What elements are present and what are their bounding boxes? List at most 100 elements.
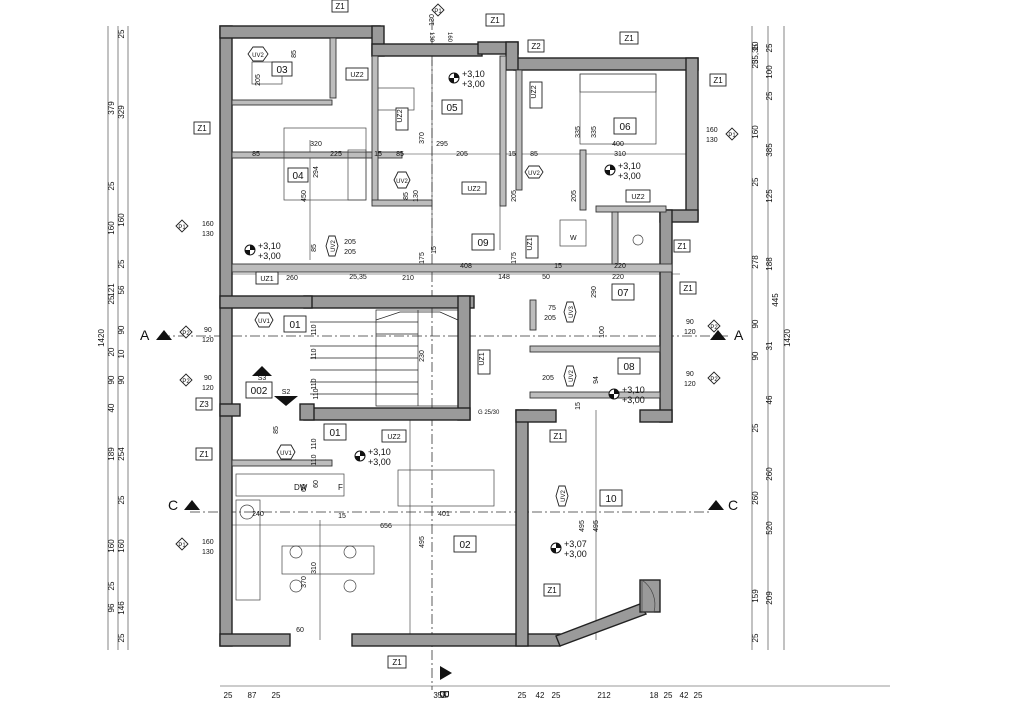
bottom-dimension: 25 [694, 691, 703, 700]
interior-dimension: 335 [575, 126, 582, 138]
door-tag: UV2 [563, 365, 577, 387]
left-dimension: 40 [107, 403, 116, 412]
interior-dimension: 205 [255, 74, 262, 86]
section-a-left: A [140, 327, 172, 343]
room-05: 05 [441, 99, 463, 115]
left-dimension: 160 [107, 539, 116, 553]
wall-tag: Z1 [543, 583, 561, 597]
left-dimension: 160 [107, 221, 116, 235]
room-05-label: 05 [446, 103, 458, 114]
level-marker: +3,10+3,00 [608, 385, 645, 405]
svg-text:UZ1: UZ1 [527, 237, 534, 250]
svg-text:120: 120 [202, 385, 214, 392]
svg-text:UV1: UV1 [280, 451, 292, 457]
interior-dimension: 85 [396, 151, 404, 158]
right-total-dimension: 1420 [783, 329, 792, 347]
wall-tag: Z1 [387, 655, 407, 669]
section-a-left-label: A [140, 327, 150, 343]
interior-dimension: 401 [438, 511, 450, 518]
right-dimension: 260 [765, 467, 774, 481]
left-dimension: 146 [117, 601, 126, 615]
svg-text:UZ2: UZ2 [387, 434, 400, 441]
right-dimension: 25 [751, 633, 760, 642]
left-dimension: 90 [117, 375, 126, 384]
section-a-right: A [710, 327, 744, 343]
dishwasher-label: DW [294, 483, 308, 492]
left-dimension: 25 [117, 633, 126, 642]
interior-dimension: 15 [575, 402, 582, 410]
right-dimension: 520 [765, 521, 774, 535]
interior-dimension: 110 [311, 348, 318, 359]
room-numbers: 03 04 05 06 09 07 01 002 08 01 02 10 [245, 61, 641, 553]
svg-text:UV2: UV2 [331, 240, 337, 252]
interior-dimension: 110 [313, 388, 320, 399]
right-sub-dimension: 445 [771, 293, 780, 307]
svg-text:Z1: Z1 [490, 16, 500, 25]
interior-dimension: 205 [344, 249, 356, 256]
bottom-dimension: 25 [552, 691, 561, 700]
svg-text:130: 130 [202, 231, 214, 238]
bottom-dimension: 25 [518, 691, 527, 700]
interior-dimension: 110 [311, 454, 318, 465]
svg-text:P2: P2 [182, 331, 190, 337]
left-dimension: 56 [117, 285, 126, 294]
inner-door-tag: UZ2 [395, 107, 409, 131]
svg-text:90: 90 [686, 319, 694, 326]
interior-dimension: 335 [591, 126, 598, 138]
interior-dimension: 110 [311, 324, 318, 335]
interior-dimension: 85 [273, 426, 280, 434]
left-dimension: 90 [117, 325, 126, 334]
interior-dimension: 100 [599, 326, 606, 338]
inner-door-tag: UZ2 [529, 81, 543, 109]
right-dimension: 90 [751, 351, 760, 360]
svg-text:160: 160 [202, 221, 214, 228]
svg-text:UZ1: UZ1 [260, 276, 273, 283]
svg-text:P2: P2 [710, 325, 718, 331]
level-marker: +3,10+3,00 [244, 241, 281, 261]
fridge-label: F [338, 483, 343, 492]
svg-text:+3,07: +3,07 [564, 539, 587, 549]
svg-text:Z1: Z1 [199, 450, 209, 459]
left-dimension: 96 [107, 603, 116, 612]
svg-text:160: 160 [706, 127, 718, 134]
svg-text:Z1: Z1 [547, 586, 557, 595]
room-04: 04 [287, 167, 309, 183]
room-03: 03 [271, 61, 293, 77]
room-07-label: 07 [617, 288, 629, 299]
svg-text:+3,00: +3,00 [564, 549, 587, 559]
right-dimension: 31 [765, 341, 774, 350]
interior-dimension: 15 [338, 513, 346, 520]
interior-dimension: 94 [593, 376, 600, 384]
right-dimension: 25 [751, 423, 760, 432]
level-marker: +3,10+3,00 [448, 69, 485, 89]
svg-text:Z1: Z1 [624, 34, 634, 43]
left-dimension: 25 [117, 259, 126, 268]
interior-dimension: 408 [460, 263, 472, 270]
washer-label: W [570, 235, 577, 242]
left-dimension: 160 [117, 213, 126, 227]
interior-dimension: 85 [252, 151, 260, 158]
interior-dimension: 205 [344, 239, 356, 246]
room-08-label: 08 [623, 362, 635, 373]
bottom-dimension: 42 [680, 691, 689, 700]
svg-text:Z3: Z3 [199, 400, 209, 409]
room-01a: 01 [283, 315, 307, 333]
svg-text:UZ2: UZ2 [467, 186, 480, 193]
interior-dimension: 210 [402, 275, 414, 282]
interior-dimension: 225 [330, 151, 342, 158]
interior-dimension: 310 [614, 151, 626, 158]
svg-text:Z1: Z1 [553, 432, 563, 441]
room-10: 10 [599, 489, 623, 507]
room-02-label: 02 [459, 540, 471, 551]
left-dimension: 254 [117, 447, 126, 461]
svg-text:UV3: UV3 [569, 306, 575, 318]
room-002: 002 [245, 381, 273, 399]
svg-text:130: 130 [706, 137, 718, 144]
section-b-label: B [437, 690, 452, 699]
interior-dimension: 110 [311, 378, 318, 389]
